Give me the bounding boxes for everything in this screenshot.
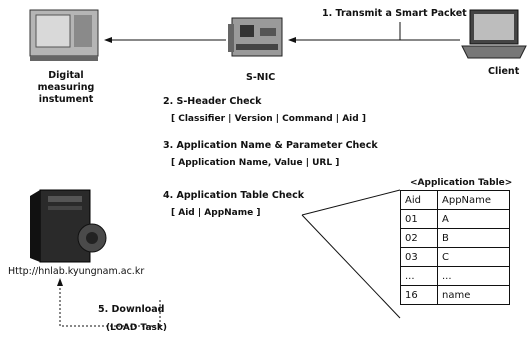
table-connector-bottom xyxy=(301,214,401,319)
app-table-caption: <Application Table> xyxy=(410,178,513,188)
app-table-header-row: Aid AppName xyxy=(400,190,510,210)
table-cell-appname: A xyxy=(437,209,510,229)
step-4-detail: [ Aid | AppName ] xyxy=(171,208,261,218)
table-cell-aid: ... xyxy=(400,266,438,286)
app-table-header-aid: Aid xyxy=(400,190,438,210)
table-row: 02 B xyxy=(400,228,510,248)
step-1-label: 1. Transmit a Smart Packet xyxy=(322,8,467,19)
step-2-detail: [ Classifier | Version | Command | Aid ] xyxy=(171,114,366,124)
step-5-label: 5. Download xyxy=(98,304,165,315)
step-3-detail: [ Application Name, Value | URL ] xyxy=(171,158,340,168)
step-5-detail: (LOAD Task) xyxy=(106,323,168,333)
download-path xyxy=(57,278,161,327)
app-table: Aid AppName 01 A 02 B 03 C ... ... 16 na… xyxy=(400,190,510,305)
table-row: 01 A xyxy=(400,209,510,229)
table-cell-aid: 16 xyxy=(400,285,438,305)
table-row: 16 name xyxy=(400,285,510,305)
laptop-icon xyxy=(461,9,527,59)
step-4-label: 4. Application Table Check xyxy=(163,190,305,201)
step-3-label: 3. Application Name & Parameter Check xyxy=(163,140,378,151)
table-cell-aid: 01 xyxy=(400,209,438,229)
table-cell-aid: 02 xyxy=(400,228,438,248)
server-icon xyxy=(30,189,107,263)
table-cell-appname: ... xyxy=(437,266,510,286)
server-label: Http://hnlab.kyungnam.ac.kr xyxy=(8,266,145,277)
table-connector-top xyxy=(301,189,401,216)
step-2-label: 2. S-Header Check xyxy=(163,96,262,107)
table-cell-appname: name xyxy=(437,285,510,305)
table-row: 03 C xyxy=(400,247,510,267)
oscilloscope-icon xyxy=(29,9,99,61)
snic-label: S-NIC xyxy=(246,72,276,83)
nic-board-icon xyxy=(228,17,283,57)
table-cell-aid: 03 xyxy=(400,247,438,267)
table-cell-appname: C xyxy=(437,247,510,267)
client-label: Client xyxy=(488,66,520,77)
device-label: Digital measuring instument xyxy=(37,70,95,105)
table-cell-appname: B xyxy=(437,228,510,248)
table-row: ... ... xyxy=(400,266,510,286)
app-table-header-appname: AppName xyxy=(437,190,510,210)
